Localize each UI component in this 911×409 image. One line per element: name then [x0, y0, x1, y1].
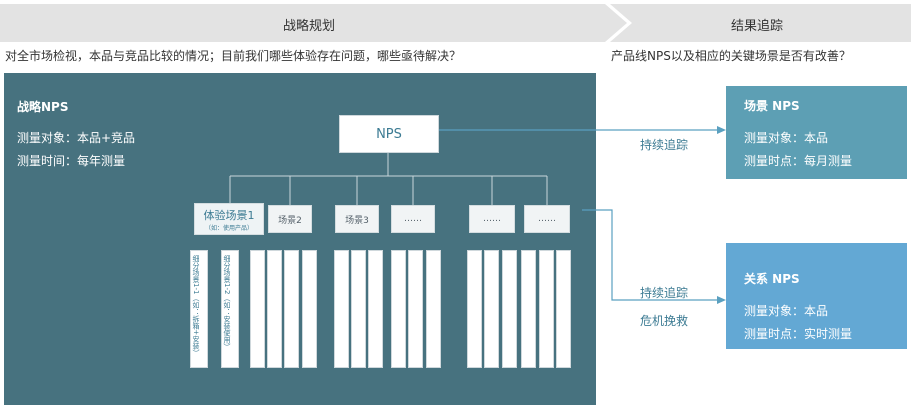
subscene-bar-empty	[426, 250, 441, 368]
question-right: 产品线NPS以及相应的关键场景是否有改善？	[611, 49, 851, 63]
relation-panel-object: 测量对象：本品	[744, 304, 829, 318]
strategy-time: 测量时间：每年测量	[17, 154, 126, 168]
track-label-top: 持续追踪	[640, 138, 689, 152]
subscene-bar-empty	[368, 250, 383, 368]
header-right-chevron	[610, 4, 911, 42]
relation-panel-time: 测量时点：实时测量	[744, 327, 853, 341]
subscene-bar-empty	[284, 250, 299, 368]
header-left-chevron	[0, 4, 627, 42]
subscene-bar-empty	[521, 250, 536, 368]
scene1-box: 体验场景1 （如：使用产品）	[194, 203, 264, 235]
scene-ellipsis-box: ……	[524, 205, 570, 233]
header-right-label: 结果追踪	[731, 19, 784, 34]
relation-nps-panel	[726, 243, 907, 349]
subscene-1-2-text: 细分场景1-2（如：安装使用）	[223, 255, 231, 351]
subscene-bar-empty	[250, 250, 265, 368]
scene-panel-object: 测量对象：本品	[744, 131, 829, 145]
scene3-box: 场景3	[335, 205, 379, 233]
scene-panel-title: 场景 NPS	[744, 99, 800, 113]
scene1-subtitle: （如：使用产品）	[204, 224, 253, 232]
scene1-title: 体验场景1	[203, 208, 255, 222]
scene2-box: 场景2	[268, 205, 312, 233]
subscene-bar-empty	[391, 250, 406, 368]
nps-root-label: NPS	[376, 126, 402, 142]
subscene-bar-empty	[334, 250, 349, 368]
header-chevrons	[0, 4, 911, 42]
subscene-bar-2: 细分场景1-2（如：安装使用）	[221, 250, 239, 368]
subscene-bar-empty	[408, 250, 423, 368]
scene-ellipsis-label: ……	[483, 214, 501, 224]
subscene-bar-1: 细分场景1-1（如：拆箱+安装）	[190, 250, 208, 368]
arrow-head-bottom	[717, 296, 726, 304]
header-left-label: 战略规划	[283, 19, 336, 34]
subscene-bar-empty	[556, 250, 571, 368]
rescue-label: 危机挽救	[640, 314, 689, 328]
subscene-bar-empty	[351, 250, 366, 368]
scene-nps-panel	[726, 86, 907, 179]
scene-ellipsis-box: ……	[469, 205, 515, 233]
strategy-object: 测量对象：本品+竞品	[17, 131, 136, 145]
subscene-bar-empty	[467, 250, 482, 368]
track-label-bottom: 持续追踪	[640, 286, 689, 300]
scene-panel-time: 测量时点：每月测量	[744, 154, 853, 168]
scene3-label: 场景3	[345, 215, 369, 226]
scene-ellipsis-label: ……	[538, 214, 556, 224]
scene-ellipsis-box: ……	[391, 205, 435, 233]
subscene-bar-empty	[539, 250, 554, 368]
scene-ellipsis-label: ……	[404, 214, 422, 224]
subscene-bar-empty	[502, 250, 517, 368]
relation-panel-title: 关系 NPS	[744, 272, 800, 286]
question-left: 对全市场检视，本品与竞品比较的情况；目前我们哪些体验存在问题，哪些亟待解决？	[5, 49, 462, 63]
subscene-bar-empty	[267, 250, 282, 368]
strategy-title: 战略NPS	[17, 100, 69, 114]
subscene-bar-empty	[302, 250, 317, 368]
nps-root-box: NPS	[339, 115, 439, 153]
subscene-1-1-text: 细分场景1-1（如：拆箱+安装）	[192, 255, 200, 357]
scene2-label: 场景2	[278, 215, 302, 226]
subscene-bar-empty	[484, 250, 499, 368]
arrow-head-top	[717, 126, 726, 134]
